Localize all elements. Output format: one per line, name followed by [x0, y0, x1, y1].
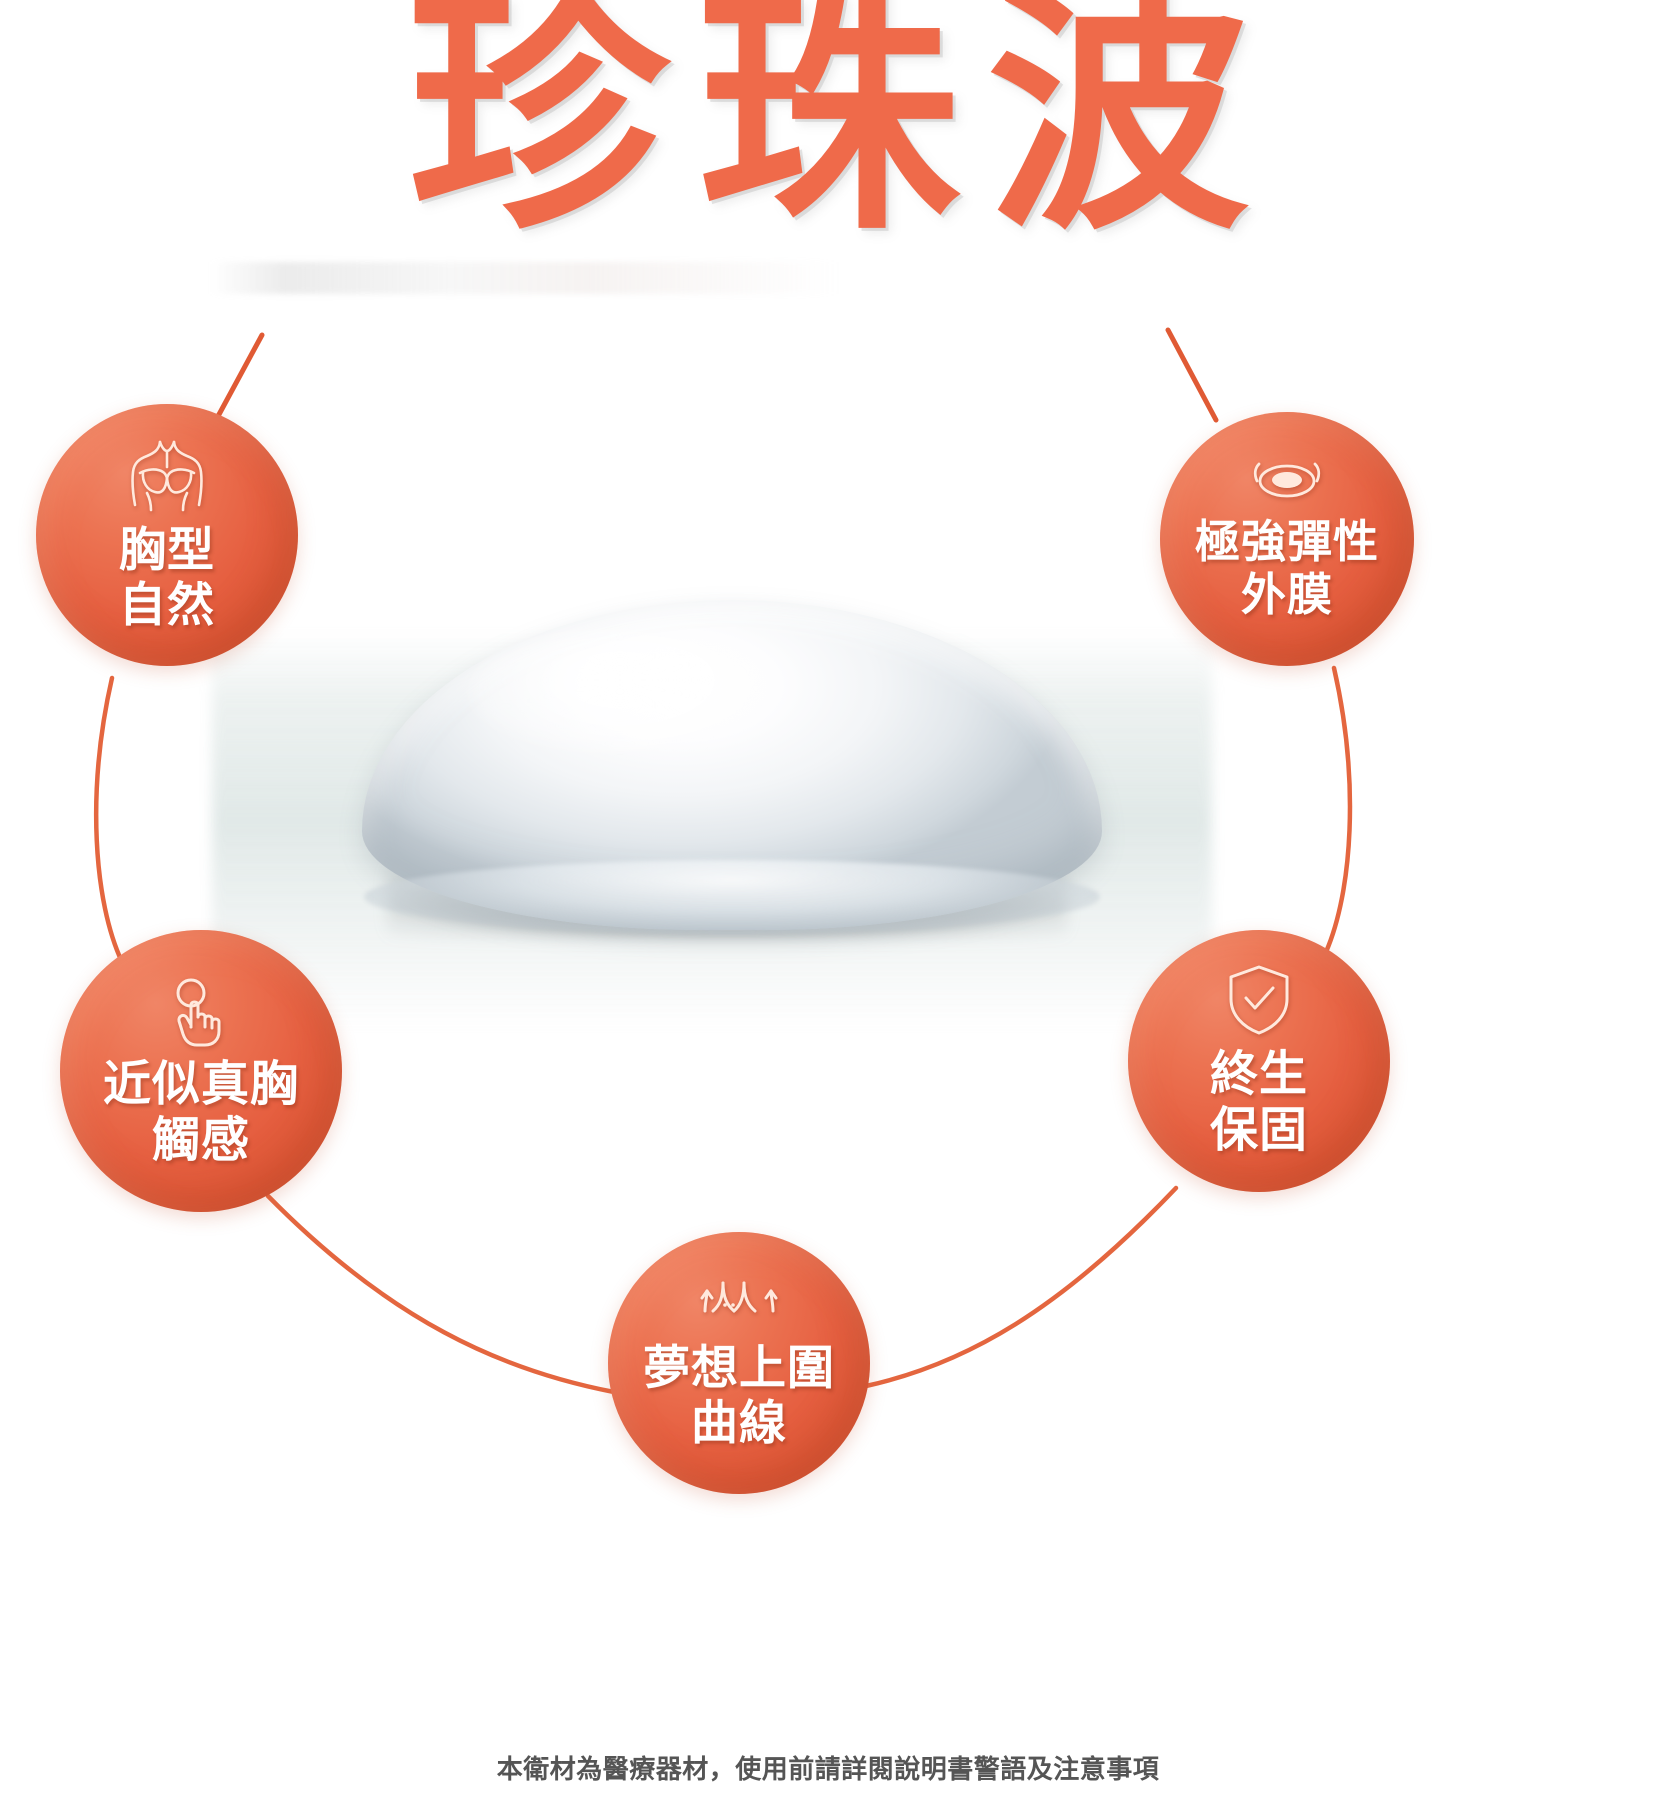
feature-bubble-lifetime-warranty[interactable]: 終生 保固: [1128, 930, 1390, 1192]
product-image: [212, 560, 1212, 1040]
feature-bubble-natural-shape[interactable]: 胸型 自然: [36, 404, 298, 666]
page-title-area: 珍珠波: [0, 0, 1656, 310]
feature-bubble-dream-curve[interactable]: 夢想上圍 曲線: [608, 1232, 870, 1494]
feature-label: 近似真胸 觸感: [102, 1057, 299, 1167]
elastic-membrane-icon: [1248, 456, 1326, 506]
bust-outline-icon: [124, 437, 210, 513]
feature-label: 夢想上圍 曲線: [643, 1341, 835, 1449]
feature-label: 終生 保固: [1209, 1047, 1308, 1157]
touch-hand-icon: [164, 973, 238, 1047]
feature-bubble-real-touch[interactable]: 近似真胸 觸感: [60, 930, 342, 1212]
curve-bust-icon: [691, 1275, 787, 1331]
feature-label: 極強彈性 外膜: [1194, 516, 1379, 620]
implant-base-rim: [364, 860, 1100, 934]
implant-specular-highlight: [470, 632, 770, 752]
title-underline-texture: [210, 262, 840, 294]
shield-check-icon: [1227, 963, 1291, 1037]
feature-bubble-elastic-shell[interactable]: 極強彈性 外膜: [1160, 412, 1414, 666]
page-title: 珍珠波: [407, 0, 1277, 260]
feature-label: 胸型 自然: [119, 523, 215, 631]
footnote-text: 本衛材為醫療器材，使用前請詳閱說明書警語及注意事項: [496, 1754, 1160, 1784]
